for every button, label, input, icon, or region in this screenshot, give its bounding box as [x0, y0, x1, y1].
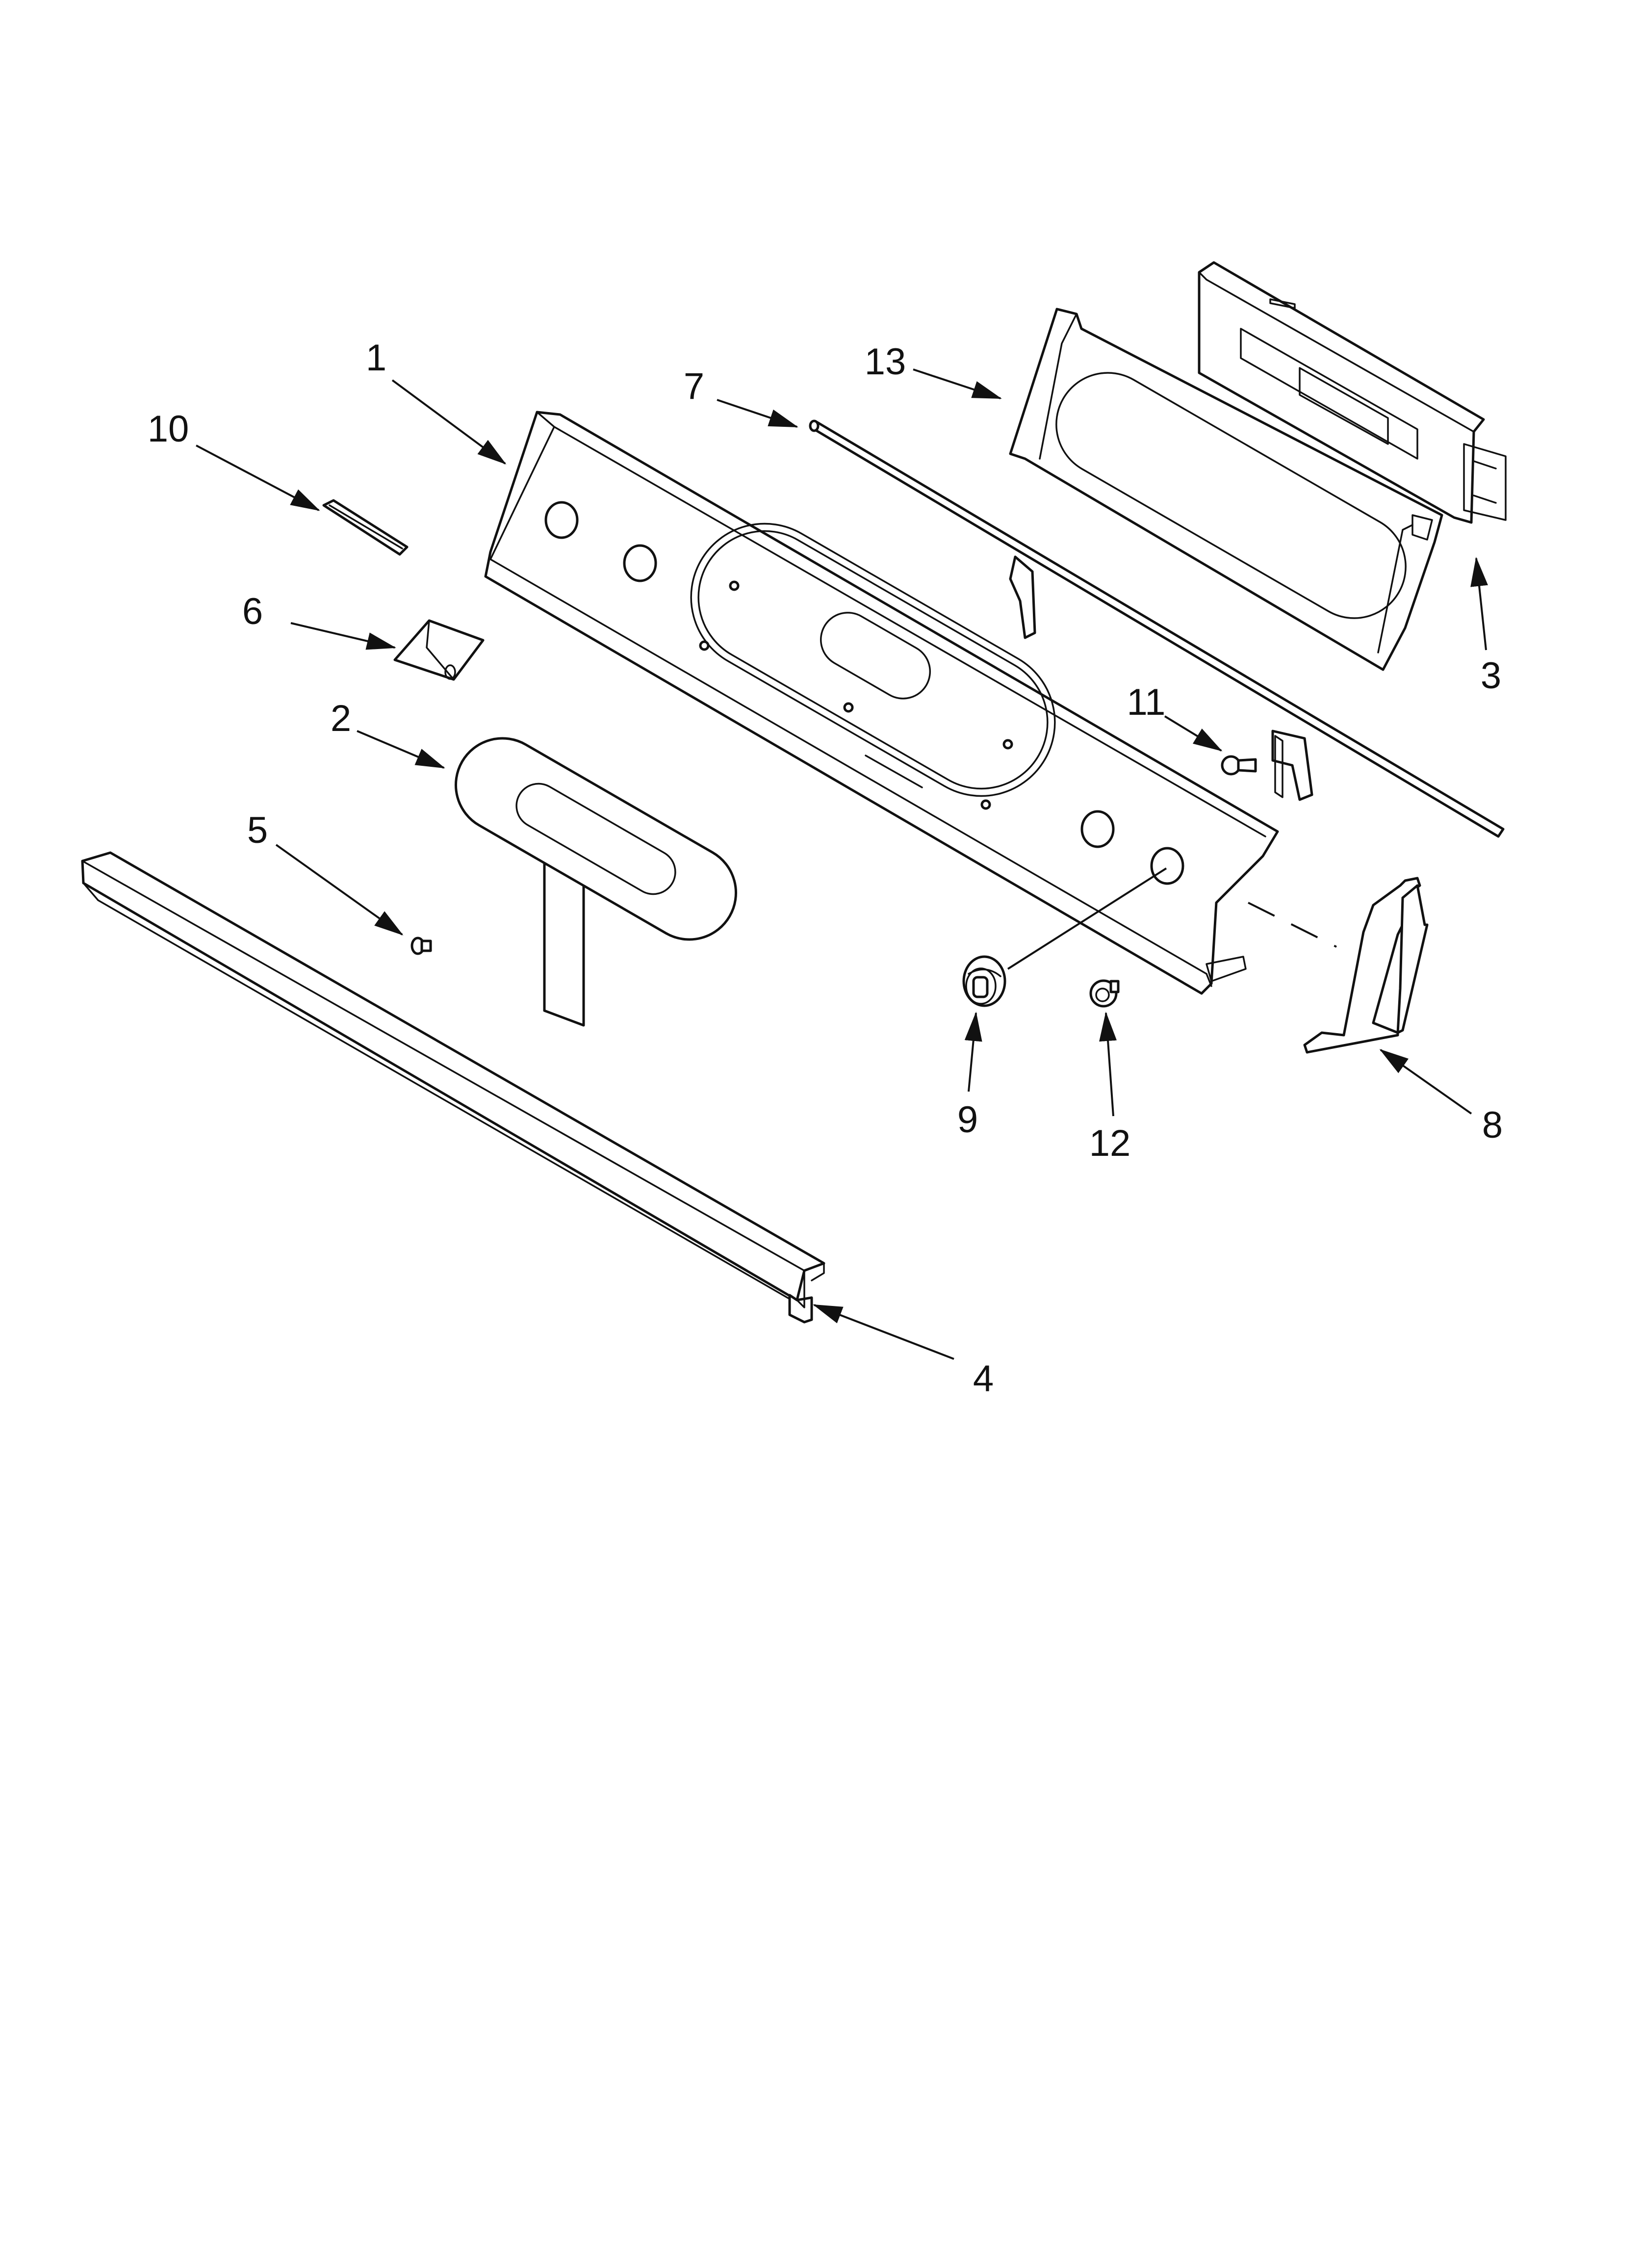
callout-13: 13 — [865, 341, 906, 383]
callout-1: 1 — [366, 337, 386, 379]
callout-5: 5 — [247, 809, 268, 851]
callout-3: 3 — [1481, 655, 1501, 697]
callout-4: 4 — [973, 1358, 994, 1400]
part-3-electronic-control — [1198, 261, 1507, 524]
part-8-side-bracket — [1303, 877, 1429, 1054]
callout-2: 2 — [331, 698, 351, 739]
part-4-trim-channel — [81, 851, 825, 1324]
knob-alignment-line — [1007, 867, 1167, 970]
callout-10: 10 — [148, 408, 189, 450]
part-12-grommet — [1089, 979, 1120, 1008]
callout-11: 11 — [1127, 681, 1166, 723]
part-1-control-panel — [484, 411, 1279, 995]
part-7-mounting-rod — [809, 419, 1505, 838]
callout-6: 6 — [242, 591, 263, 632]
leader-arrows — [196, 368, 1488, 1360]
part-5-screw — [410, 937, 432, 955]
callout-9: 9 — [957, 1099, 978, 1141]
callout-12: 12 — [1089, 1122, 1131, 1164]
callout-8: 8 — [1482, 1104, 1503, 1146]
part-2-display-lens — [454, 737, 738, 1027]
alignment-dash-line — [1248, 902, 1337, 948]
part-13-display-frame — [1009, 308, 1443, 671]
part-6-clip — [393, 619, 485, 681]
part-9-control-knob — [962, 955, 1006, 1007]
callout-7: 7 — [684, 365, 704, 407]
part-11-screw — [1221, 755, 1257, 776]
part-10-trim-badge — [322, 499, 409, 556]
